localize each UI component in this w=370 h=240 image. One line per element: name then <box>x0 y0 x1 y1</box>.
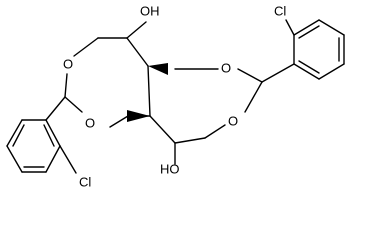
bond <box>318 19 345 36</box>
atom-label-oxygen: O <box>63 56 73 71</box>
atom-label-layer: O O O O OH HO Cl Cl <box>63 3 286 189</box>
atom-label-chlorine: Cl <box>274 3 286 18</box>
atom-label-oxygen: O <box>85 115 95 130</box>
bond <box>64 96 83 113</box>
bond <box>45 145 61 173</box>
bond <box>43 124 55 147</box>
bond <box>293 19 320 36</box>
bond <box>59 145 77 174</box>
bond <box>109 115 129 128</box>
bond <box>126 37 149 67</box>
bond <box>6 119 23 147</box>
bond <box>45 96 66 121</box>
bond <box>73 37 99 57</box>
atom-label-hydroxyl: HO <box>160 161 180 176</box>
bond <box>261 63 295 83</box>
atom-label-chlorine: Cl <box>79 174 91 189</box>
bond <box>318 63 345 80</box>
bond <box>45 119 61 147</box>
chemical-structure-diagram: O O O O OH HO Cl Cl <box>6 3 345 189</box>
atom-label-oxygen: O <box>228 113 238 128</box>
bond <box>126 21 147 39</box>
wedge-bond <box>127 110 150 122</box>
bond <box>12 124 25 147</box>
bond <box>147 65 151 117</box>
bond <box>174 137 206 144</box>
atom-label-oxygen: O <box>221 60 231 75</box>
wedge-bond <box>148 63 168 75</box>
bond <box>204 124 226 139</box>
bond <box>64 73 68 98</box>
bond <box>237 68 263 83</box>
wedge-layer <box>127 63 168 122</box>
bond <box>298 25 320 39</box>
bond <box>6 145 23 173</box>
bond <box>293 63 320 80</box>
bond <box>298 60 320 74</box>
bond <box>244 81 263 113</box>
atom-label-hydroxyl: OH <box>140 3 160 18</box>
bond <box>285 19 295 36</box>
bond <box>149 115 176 144</box>
bond-layer <box>6 19 345 174</box>
